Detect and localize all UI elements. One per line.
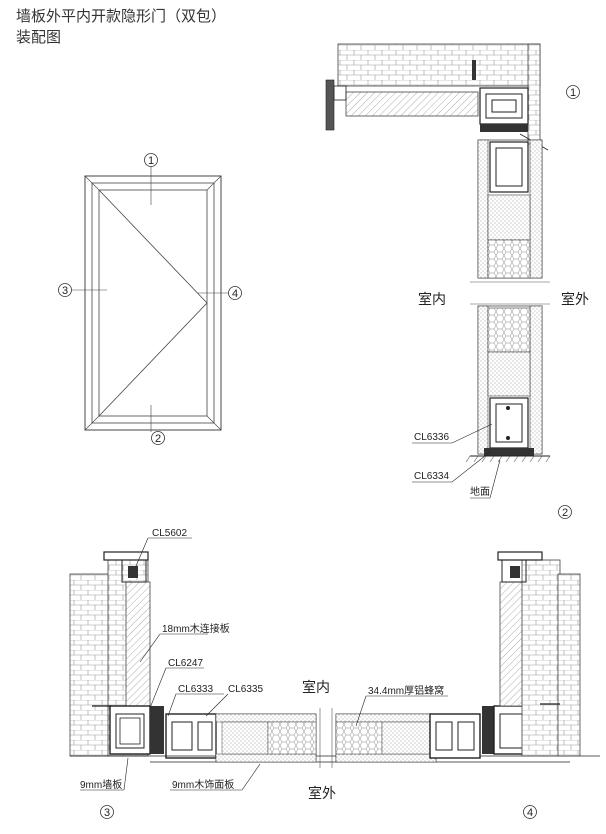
- vertical-outdoor-label: 室外: [561, 291, 589, 308]
- marker-1-elevation: 1: [144, 153, 158, 167]
- profile-cl6333-label: CL6333: [178, 684, 213, 695]
- marker-3-section-label: 3: [104, 807, 110, 819]
- marker-2-elevation: 2: [151, 431, 165, 445]
- vertical-section: [325, 43, 551, 499]
- marker-4-section-label: 4: [527, 807, 533, 819]
- marker-4-section: 4: [523, 805, 537, 819]
- marker-3-section: 3: [100, 805, 114, 819]
- marker-2-label: 2: [155, 433, 161, 445]
- wall-board-label: 9mm墙板: [80, 778, 122, 791]
- marker-1-section-label: 1: [570, 87, 576, 99]
- marker-4-label: 4: [232, 288, 238, 300]
- drawing-title: 墙板外平内开款隐形门（双包）: [16, 7, 227, 25]
- marker-4-elevation: 4: [228, 286, 242, 300]
- marker-2-section-label: 2: [562, 507, 568, 519]
- profile-cl6335-label: CL6335: [228, 684, 263, 695]
- vertical-indoor-label: 室内: [418, 291, 446, 308]
- marker-1-label: 1: [148, 155, 154, 167]
- marker-3-elevation: 3: [58, 283, 72, 297]
- horizontal-outdoor-label: 室外: [308, 785, 336, 802]
- floor-label: 地面: [470, 485, 490, 498]
- drawing-subtitle: 装配图: [16, 28, 62, 46]
- wood-facing-label: 9mm木饰面板: [172, 778, 234, 791]
- honeycomb-label: 34.4mm厚铝蜂窝: [368, 684, 444, 697]
- horizontal-indoor-label: 室内: [302, 679, 330, 696]
- profile-cl6247-label: CL6247: [168, 658, 203, 669]
- profile-cl6336-label: CL6336: [414, 432, 449, 443]
- marker-1-section: 1: [566, 85, 580, 99]
- horizontal-section: [69, 537, 600, 791]
- profile-cl5602-label: CL5602: [152, 528, 187, 539]
- marker-2-section: 2: [558, 505, 572, 519]
- marker-3-label: 3: [62, 285, 68, 297]
- profile-cl6334-label: CL6334: [414, 471, 449, 482]
- door-elevation: [72, 166, 228, 432]
- wood-board-label: 18mm木连接板: [162, 622, 230, 635]
